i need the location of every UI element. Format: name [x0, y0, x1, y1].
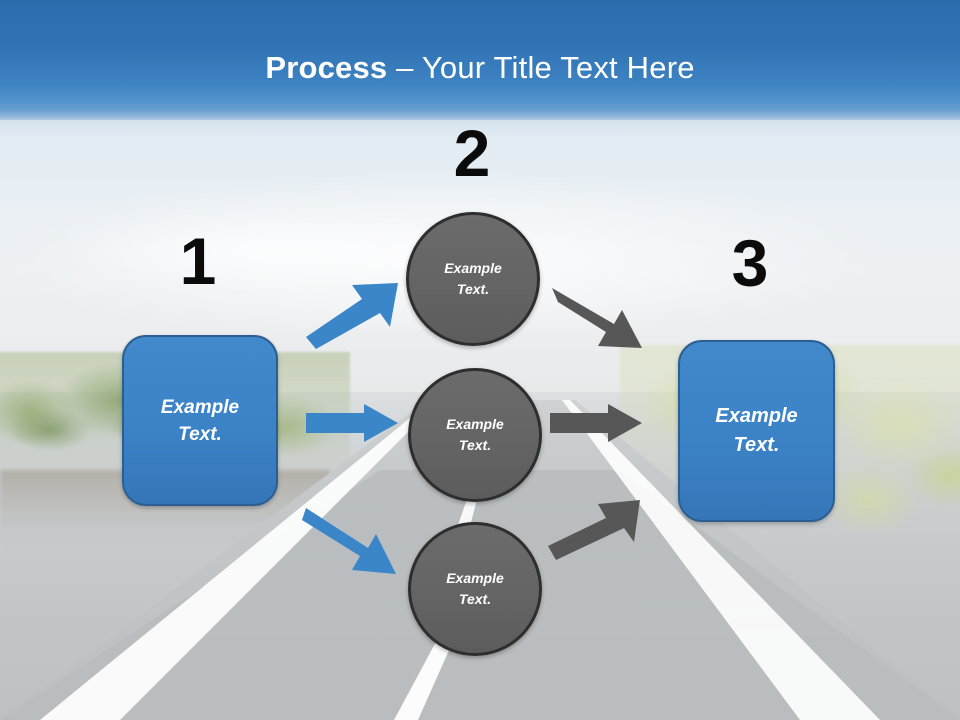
process-circle-3-text: Example Text.	[446, 568, 504, 610]
gray-arrow-down-right	[552, 288, 652, 350]
title-banner-fade	[0, 104, 960, 138]
process-box-3-text: Example Text.	[715, 402, 797, 460]
process-box-1-text: Example Text.	[161, 394, 239, 448]
process-circle-2-text: Example Text.	[446, 414, 504, 456]
title-banner	[0, 0, 960, 120]
step-number-2: 2	[453, 116, 491, 190]
process-circle-3-line2: Text.	[458, 591, 492, 607]
process-box-1-line1: Example	[160, 396, 240, 418]
process-box-1[interactable]: Example Text.	[122, 335, 278, 506]
process-box-3-line1: Example	[715, 405, 798, 427]
process-circle-2[interactable]: Example Text.	[408, 368, 542, 502]
process-circle-3-line1: Example	[446, 570, 504, 586]
process-circle-2-line2: Text.	[458, 437, 492, 453]
process-box-1-line2: Text.	[178, 423, 222, 445]
blue-arrow-down-right	[302, 508, 400, 576]
blue-arrow-up-right	[306, 283, 402, 349]
page-title: Process – Your Title Text Here	[0, 50, 960, 86]
gray-arrow-right	[550, 404, 642, 444]
process-circle-2-line1: Example	[446, 416, 504, 432]
page-title-bold: Process	[265, 50, 388, 85]
step-number-3: 3	[731, 226, 769, 300]
process-circle-1-line1: Example	[444, 260, 502, 276]
process-circle-1[interactable]: Example Text.	[406, 212, 540, 346]
gray-arrow-up-right	[548, 500, 648, 562]
process-circle-1-text: Example Text.	[444, 258, 502, 300]
step-number-1: 1	[179, 224, 217, 298]
process-box-3[interactable]: Example Text.	[678, 340, 835, 522]
process-circle-1-line2: Text.	[456, 281, 490, 297]
blue-arrow-right	[306, 404, 398, 444]
process-box-3-line2: Text.	[733, 434, 780, 456]
process-circle-3[interactable]: Example Text.	[408, 522, 542, 656]
page-title-rest: – Your Title Text Here	[387, 50, 695, 85]
